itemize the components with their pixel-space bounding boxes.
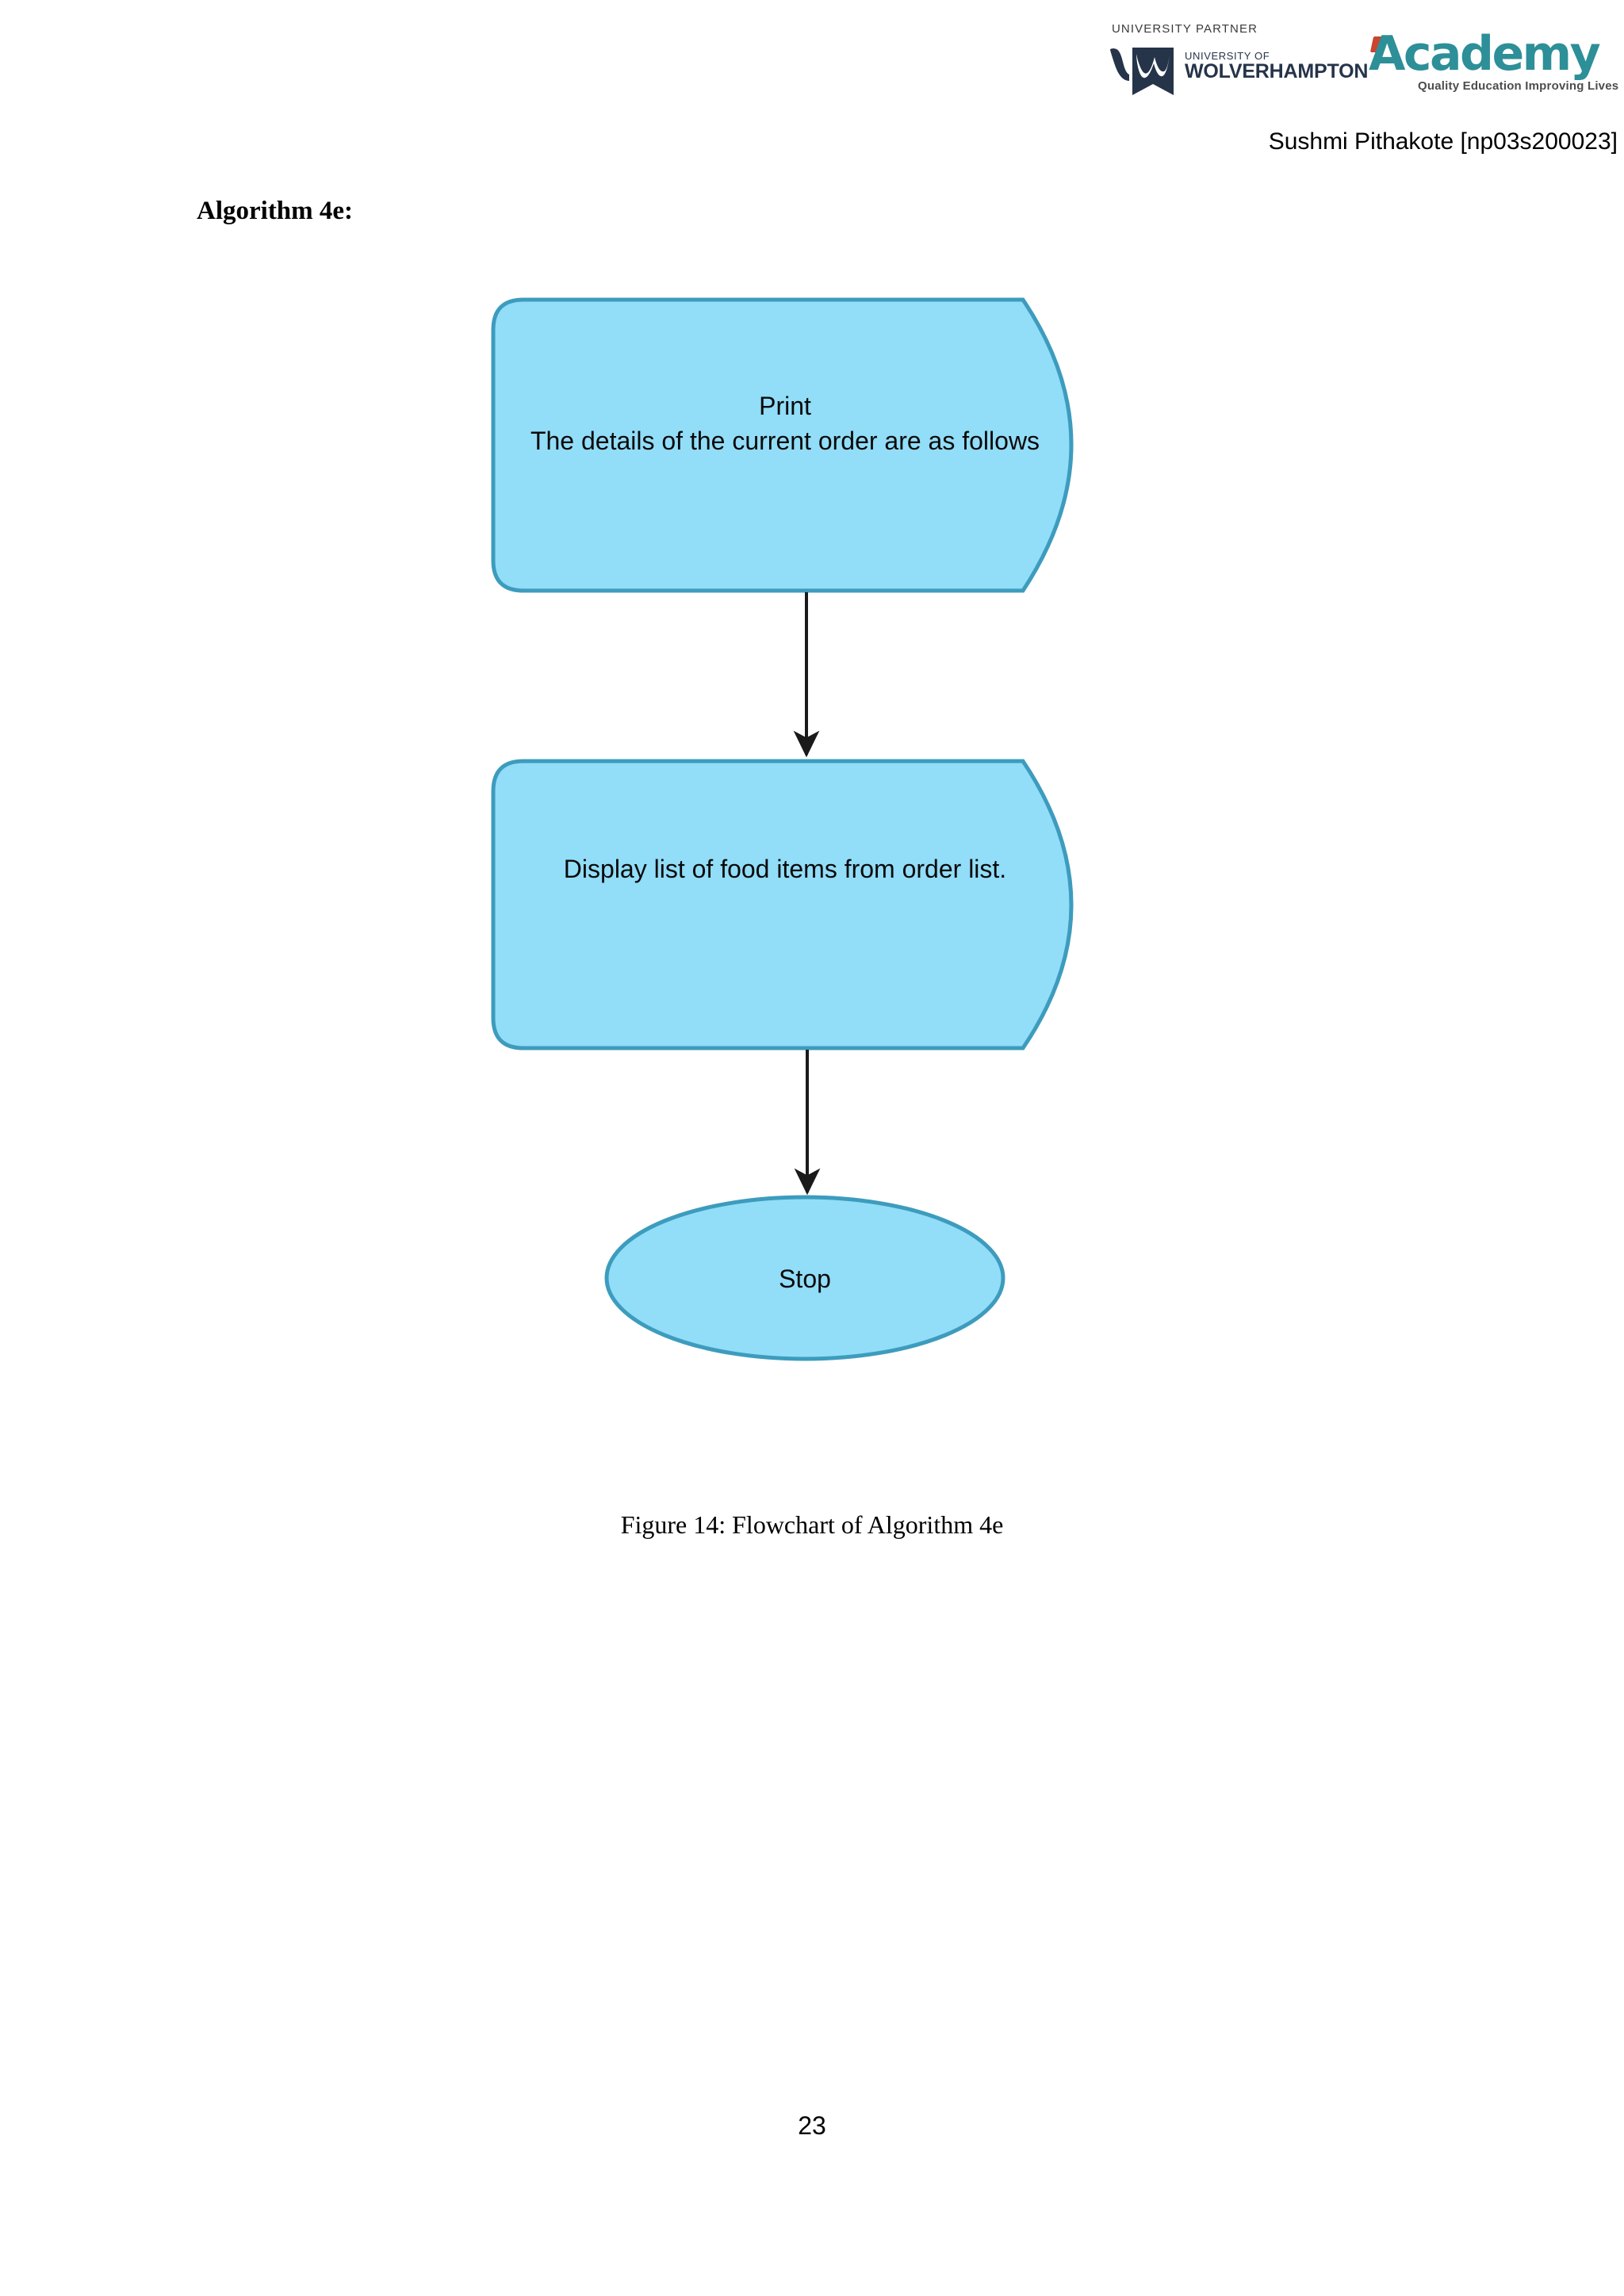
algorithm-title: Algorithm 4e: (197, 197, 354, 225)
wolverhampton-wordmark: UNIVERSITY OF WOLVERHAMPTON (1185, 51, 1368, 82)
iacademy-logo: Academy Quality Education Improving Live… (1369, 24, 1622, 100)
header-logos: UNIVERSITY PARTNER UNIVERSITY OF WOLVERH… (1102, 17, 1624, 105)
iacademy-tagline: Quality Education Improving Lives (1418, 79, 1619, 93)
node-print-shape (491, 297, 1074, 593)
wolverhampton-line2: WOLVERHAMPTON (1185, 60, 1369, 82)
iacademy-wordmark: Academy (1369, 26, 1601, 82)
student-name-header: Sushmi Pithakote [np03s200023] (1268, 128, 1618, 155)
node-stop-shape (604, 1195, 1005, 1361)
university-partner-label: UNIVERSITY PARTNER (1112, 22, 1258, 36)
flowchart-figure: Print The details of the current order a… (491, 297, 1074, 1361)
university-of-wolverhampton-logo: UNIVERSITY PARTNER UNIVERSITY OF WOLVERH… (1102, 17, 1368, 105)
page-number: 23 (798, 2111, 826, 2140)
node-display-list-shape (491, 759, 1074, 1050)
figure-caption: Figure 14: Flowchart of Algorithm 4e (620, 1510, 1004, 1539)
wolverhampton-line1: UNIVERSITY OF (1185, 50, 1270, 62)
wolverhampton-shield-icon (1110, 48, 1174, 95)
flowchart-canvas (491, 297, 1074, 1361)
